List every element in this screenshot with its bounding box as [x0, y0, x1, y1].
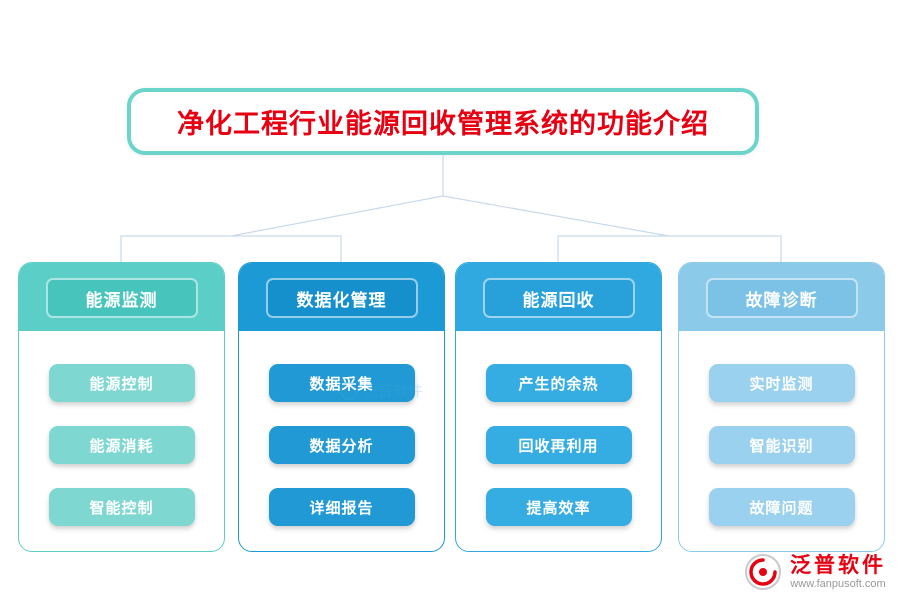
fanpu-logo-icon	[745, 554, 781, 590]
card-energy-monitoring: 能源监测 能源控制 能源消耗 智能控制	[18, 262, 225, 552]
page-title: 净化工程行业能源回收管理系统的功能介绍	[177, 109, 709, 139]
card-fault-diagnosis: 故障诊断 实时监测 智能识别 故障问题	[678, 262, 885, 552]
card-item: 智能识别	[708, 426, 855, 464]
card-energy-recovery: 能源回收 产生的余热 回收再利用 提高效率	[455, 262, 662, 552]
card-item: 数据采集	[268, 364, 415, 402]
brand-name: 泛普软件	[790, 552, 886, 577]
connector-lines	[120, 155, 782, 262]
card-data-management: 数据化管理 数据采集 数据分析 详细报告	[238, 262, 445, 552]
card-item: 能源控制	[48, 364, 195, 402]
card-item: 智能控制	[48, 488, 195, 526]
card-item: 产生的余热	[485, 364, 632, 402]
card-item: 故障问题	[708, 488, 855, 526]
card-item: 详细报告	[268, 488, 415, 526]
page-title-box: 净化工程行业能源回收管理系统的功能介绍	[127, 88, 759, 155]
card-item: 实时监测	[708, 364, 855, 402]
card-item: 数据分析	[268, 426, 415, 464]
brand-website: www.fanpusoft.com	[790, 578, 886, 591]
card-header: 能源回收	[482, 278, 635, 318]
card-item: 能源消耗	[48, 426, 195, 464]
card-header: 数据化管理	[265, 278, 418, 318]
card-item: 提高效率	[485, 488, 632, 526]
card-header: 故障诊断	[705, 278, 858, 318]
brand-footer: 泛普软件 www.fanpusoft.com	[743, 552, 886, 592]
card-header: 能源监测	[45, 278, 198, 318]
card-item: 回收再利用	[485, 426, 632, 464]
